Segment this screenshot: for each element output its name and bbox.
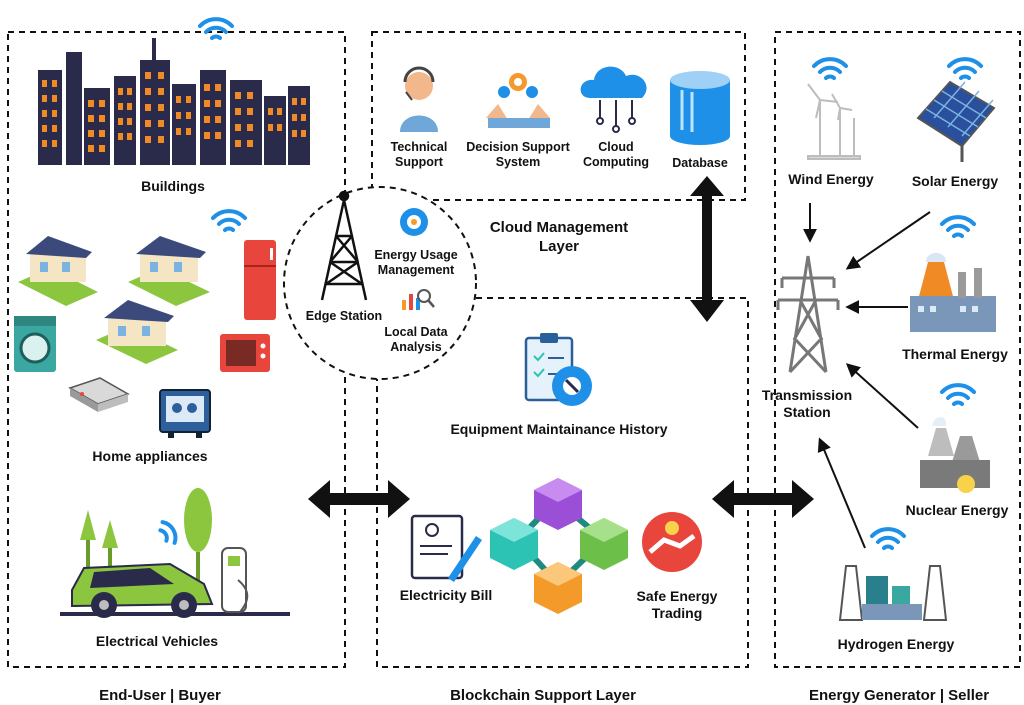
solar-energy-label: Solar Energy (911, 173, 999, 189)
wifi-icon (947, 57, 983, 80)
local-data-line1: Local Data (384, 325, 448, 339)
wifi-icon (198, 17, 234, 40)
washing-machine-icon (14, 316, 56, 372)
wifi-icon (211, 209, 247, 232)
solar-house-icon (128, 236, 210, 306)
television-icon (159, 389, 211, 438)
generator-panel (774, 31, 1021, 668)
cloud-computing-label: Cloud Computing (574, 140, 658, 170)
home-appliances-label: Home appliances (92, 448, 208, 464)
maintenance-history-icon (524, 333, 592, 406)
technical-support-label: Technical Support (378, 140, 460, 170)
solar-house-icon (18, 236, 98, 306)
cloud-layer-title: Cloud Management Layer (464, 218, 654, 256)
energy-usage-line1: Energy Usage (374, 248, 458, 262)
solar-house-icon (96, 300, 178, 364)
generator-arrows (803, 203, 931, 549)
cloud-computing-icon (580, 66, 647, 133)
database-label: Database (672, 156, 728, 170)
blockchain-generator-arrow (712, 480, 814, 518)
edge-tower-icon (320, 190, 368, 301)
blockchain-panel (376, 297, 749, 668)
wifi-icon (870, 527, 906, 550)
electrical-vehicles-label: Electrical Vehicles (95, 633, 219, 649)
electricity-bill-icon (410, 514, 482, 582)
cloud-layer-title-line1: Cloud Management (489, 219, 629, 236)
microwave-icon (220, 334, 270, 372)
electric-vehicle-icon (60, 488, 290, 618)
safe-trading-icon (642, 512, 702, 572)
wifi-icon (812, 57, 848, 80)
edge-station-label: Edge Station (305, 309, 383, 323)
wifi-icon (940, 383, 976, 406)
cloud-layer-panel (371, 31, 746, 201)
blockchain-blocks-icon (490, 478, 628, 614)
decision-support-line1: Decision Support (466, 140, 570, 154)
electricity-bill-label: Electricity Bill (399, 587, 493, 603)
transmission-station-label: Transmission Station (752, 387, 862, 421)
end-user-section-title: End-User | Buyer (99, 687, 221, 704)
energy-usage-label: Energy Usage Management (366, 248, 466, 278)
database-icon (670, 71, 730, 145)
wind-energy-label: Wind Energy (788, 171, 874, 187)
hydrogen-plant-icon (838, 565, 948, 621)
cloud-computing-line1: Cloud (598, 140, 634, 154)
analytics-icon (402, 289, 435, 310)
blockchain-section-title: Blockchain Support Layer (450, 687, 636, 704)
local-data-line2: Analysis (390, 340, 442, 354)
transmission-line1: Transmission (761, 387, 853, 403)
nuclear-energy-label: Nuclear Energy (905, 502, 1009, 518)
cloud-blockchain-arrow (690, 176, 724, 322)
hydrogen-energy-label: Hydrogen Energy (837, 636, 955, 652)
enduser-blockchain-arrow (308, 480, 410, 518)
solar-panel-icon (916, 80, 996, 162)
decision-support-label: Decision Support System (458, 140, 578, 170)
wifi-icon (158, 520, 178, 545)
decision-support-icon (486, 73, 550, 128)
end-user-panel (7, 31, 346, 668)
refrigerator-icon (244, 240, 276, 320)
technical-support-line1: Technical (390, 140, 448, 154)
buildings-label: Buildings (141, 178, 205, 194)
router-icon (68, 377, 130, 412)
safe-trading-label: Safe Energy Trading (622, 588, 732, 622)
buildings-icon (38, 38, 310, 165)
wind-turbine-icon (807, 83, 861, 160)
decision-support-line2: System (495, 155, 541, 169)
thermal-plant-icon (910, 253, 996, 332)
transmission-tower-icon (776, 255, 840, 374)
technical-support-line2: Support (395, 155, 443, 169)
edge-station-circle (283, 186, 477, 380)
safe-trading-line1: Safe Energy (636, 588, 718, 604)
transmission-line2: Station (783, 404, 831, 420)
thermal-energy-label: Thermal Energy (902, 346, 1008, 362)
local-data-analysis-label: Local Data Analysis (366, 325, 466, 355)
equipment-history-label: Equipment Maintainance History (450, 421, 668, 437)
nuclear-plant-icon (920, 417, 990, 493)
gear-icon (400, 208, 428, 236)
cloud-computing-line2: Computing (583, 155, 649, 169)
safe-trading-line2: Trading (651, 605, 703, 621)
technical-support-icon (400, 66, 438, 132)
wifi-icon (940, 215, 976, 238)
cloud-layer-title-line2: Layer (538, 238, 580, 255)
energy-usage-line2: Management (377, 263, 455, 277)
generator-section-title: Energy Generator | Seller (808, 687, 990, 704)
